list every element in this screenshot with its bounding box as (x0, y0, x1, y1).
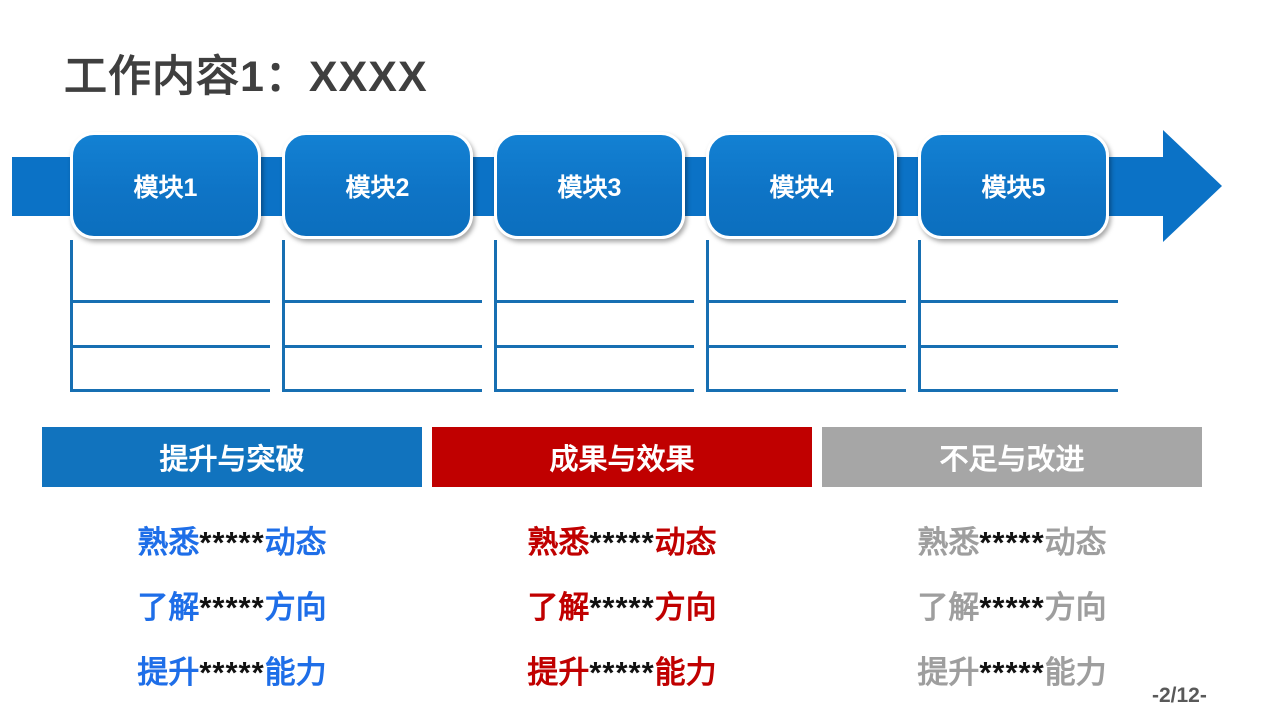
section-header-shortcomings: 不足与改进 (822, 427, 1202, 487)
note-line (921, 345, 1118, 348)
row-prefix: 了解 (527, 590, 590, 625)
row-prefix: 了解 (917, 590, 980, 625)
row-suffix: 能力 (1044, 655, 1107, 690)
row-suffix: 动态 (264, 525, 327, 560)
text-row: 提升*****能力 (432, 650, 812, 695)
row-suffix: 方向 (1044, 590, 1107, 625)
note-line (921, 389, 1118, 392)
row-prefix: 熟悉 (137, 525, 200, 560)
row-prefix: 提升 (527, 655, 590, 690)
row-stars: ***** (979, 590, 1045, 625)
text-row: 了解*****方向 (822, 585, 1202, 630)
row-stars: ***** (589, 655, 655, 690)
module-notes-lines-2 (282, 240, 482, 392)
note-line (921, 300, 1118, 303)
note-line (497, 300, 694, 303)
text-row: 提升*****能力 (822, 650, 1202, 695)
note-line (709, 389, 906, 392)
note-line (285, 345, 482, 348)
text-row: 提升*****能力 (42, 650, 422, 695)
note-line (709, 300, 906, 303)
module-box-1: 模块1 (70, 132, 261, 239)
section-text-column-1: 熟悉*****动态 了解*****方向 提升*****能力 (42, 505, 422, 695)
row-stars: ***** (589, 525, 655, 560)
row-suffix: 动态 (1044, 525, 1107, 560)
note-line (73, 389, 270, 392)
module-notes-lines-3 (494, 240, 694, 392)
section-header-results: 成果与效果 (432, 427, 812, 487)
row-prefix: 了解 (137, 590, 200, 625)
row-stars: ***** (589, 590, 655, 625)
note-line (497, 389, 694, 392)
section-text-column-2: 熟悉*****动态 了解*****方向 提升*****能力 (432, 505, 812, 695)
row-suffix: 能力 (654, 655, 717, 690)
row-prefix: 提升 (917, 655, 980, 690)
note-line (285, 300, 482, 303)
section-header-improvement: 提升与突破 (42, 427, 422, 487)
module-label: 模块1 (133, 173, 198, 202)
page-number: -2/12- (1152, 684, 1207, 707)
row-suffix: 方向 (654, 590, 717, 625)
module-label: 模块4 (769, 173, 834, 202)
module-notes-lines-4 (706, 240, 906, 392)
row-stars: ***** (199, 525, 265, 560)
row-prefix: 熟悉 (527, 525, 590, 560)
module-notes-lines-1 (70, 240, 270, 392)
text-row: 熟悉*****动态 (42, 520, 422, 565)
row-prefix: 提升 (137, 655, 200, 690)
text-row: 熟悉*****动态 (432, 520, 812, 565)
module-notes-lines-5 (918, 240, 1118, 392)
row-stars: ***** (199, 655, 265, 690)
text-row: 了解*****方向 (42, 585, 422, 630)
module-box-3: 模块3 (494, 132, 685, 239)
module-box-5: 模块5 (918, 132, 1109, 239)
row-prefix: 熟悉 (917, 525, 980, 560)
section-text-column-3: 熟悉*****动态 了解*****方向 提升*****能力 (822, 505, 1202, 695)
row-stars: ***** (979, 655, 1045, 690)
text-row: 熟悉*****动态 (822, 520, 1202, 565)
module-box-4: 模块4 (706, 132, 897, 239)
row-suffix: 动态 (654, 525, 717, 560)
text-row: 了解*****方向 (432, 585, 812, 630)
note-line (285, 389, 482, 392)
row-suffix: 能力 (264, 655, 327, 690)
row-suffix: 方向 (264, 590, 327, 625)
page-title: 工作内容1：XXXX (64, 53, 428, 101)
module-label: 模块2 (345, 173, 410, 202)
note-line (497, 345, 694, 348)
module-box-2: 模块2 (282, 132, 473, 239)
row-stars: ***** (979, 525, 1045, 560)
module-label: 模块5 (981, 173, 1046, 202)
note-line (73, 345, 270, 348)
module-label: 模块3 (557, 173, 622, 202)
note-line (709, 345, 906, 348)
row-stars: ***** (199, 590, 265, 625)
note-line (73, 300, 270, 303)
